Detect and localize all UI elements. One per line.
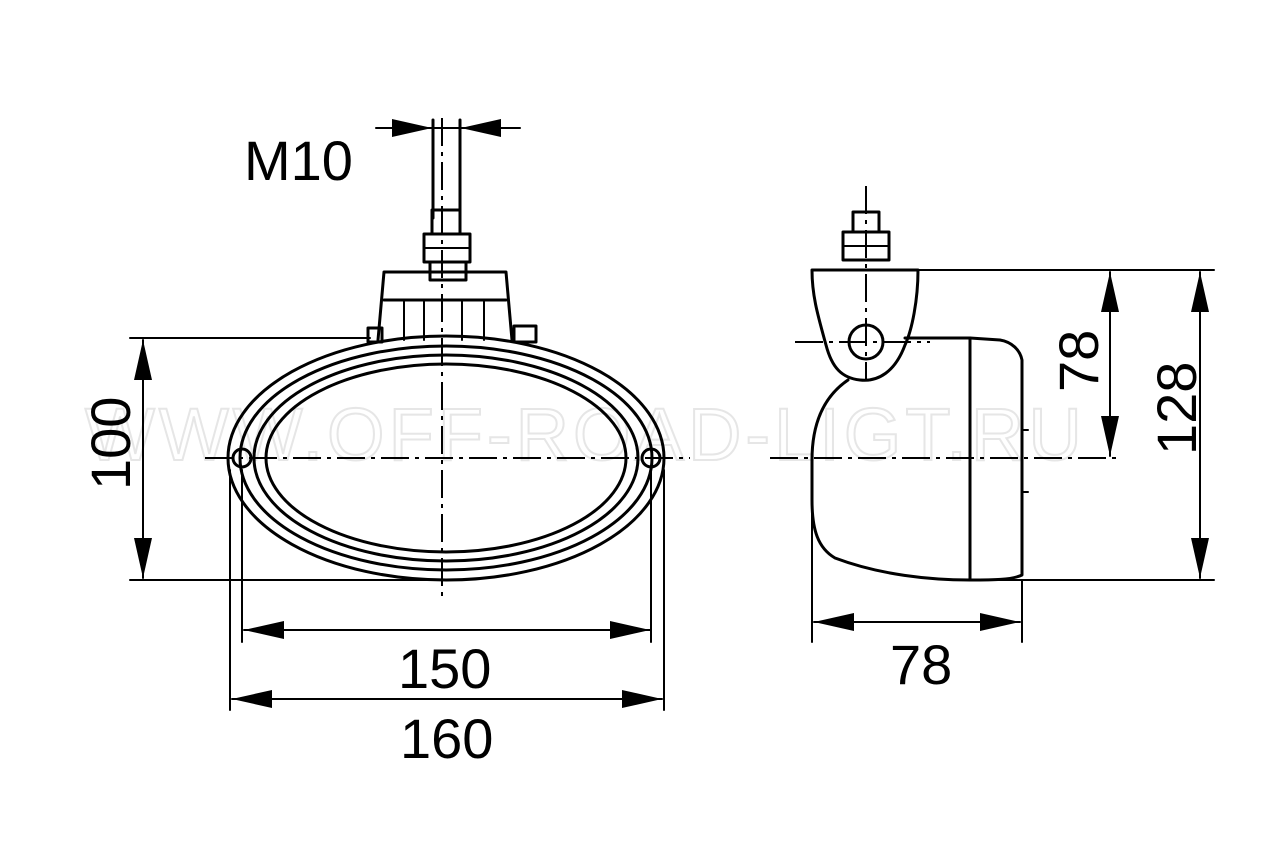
bracket-hole: [847, 323, 885, 361]
dim-m10: M10: [244, 129, 353, 192]
right-screw: [640, 447, 662, 469]
mounting-stud: [422, 118, 472, 282]
dim-150: 150: [398, 637, 491, 700]
dim-128: 128: [1145, 362, 1208, 455]
side-housing: [810, 336, 972, 582]
mounting-bracket: [366, 270, 538, 344]
front-view: M10 100 150 160: [79, 118, 690, 770]
dim-78-horizontal: 78: [890, 633, 952, 696]
side-nut: [841, 210, 891, 262]
dim-78-vertical: 78: [1047, 330, 1110, 392]
dim-160: 160: [400, 707, 493, 770]
side-view: 78 128 78: [770, 186, 1215, 696]
dim-100: 100: [79, 397, 142, 490]
left-screw: [231, 447, 253, 469]
lamp-body: [226, 334, 666, 582]
side-bracket: [810, 268, 920, 382]
